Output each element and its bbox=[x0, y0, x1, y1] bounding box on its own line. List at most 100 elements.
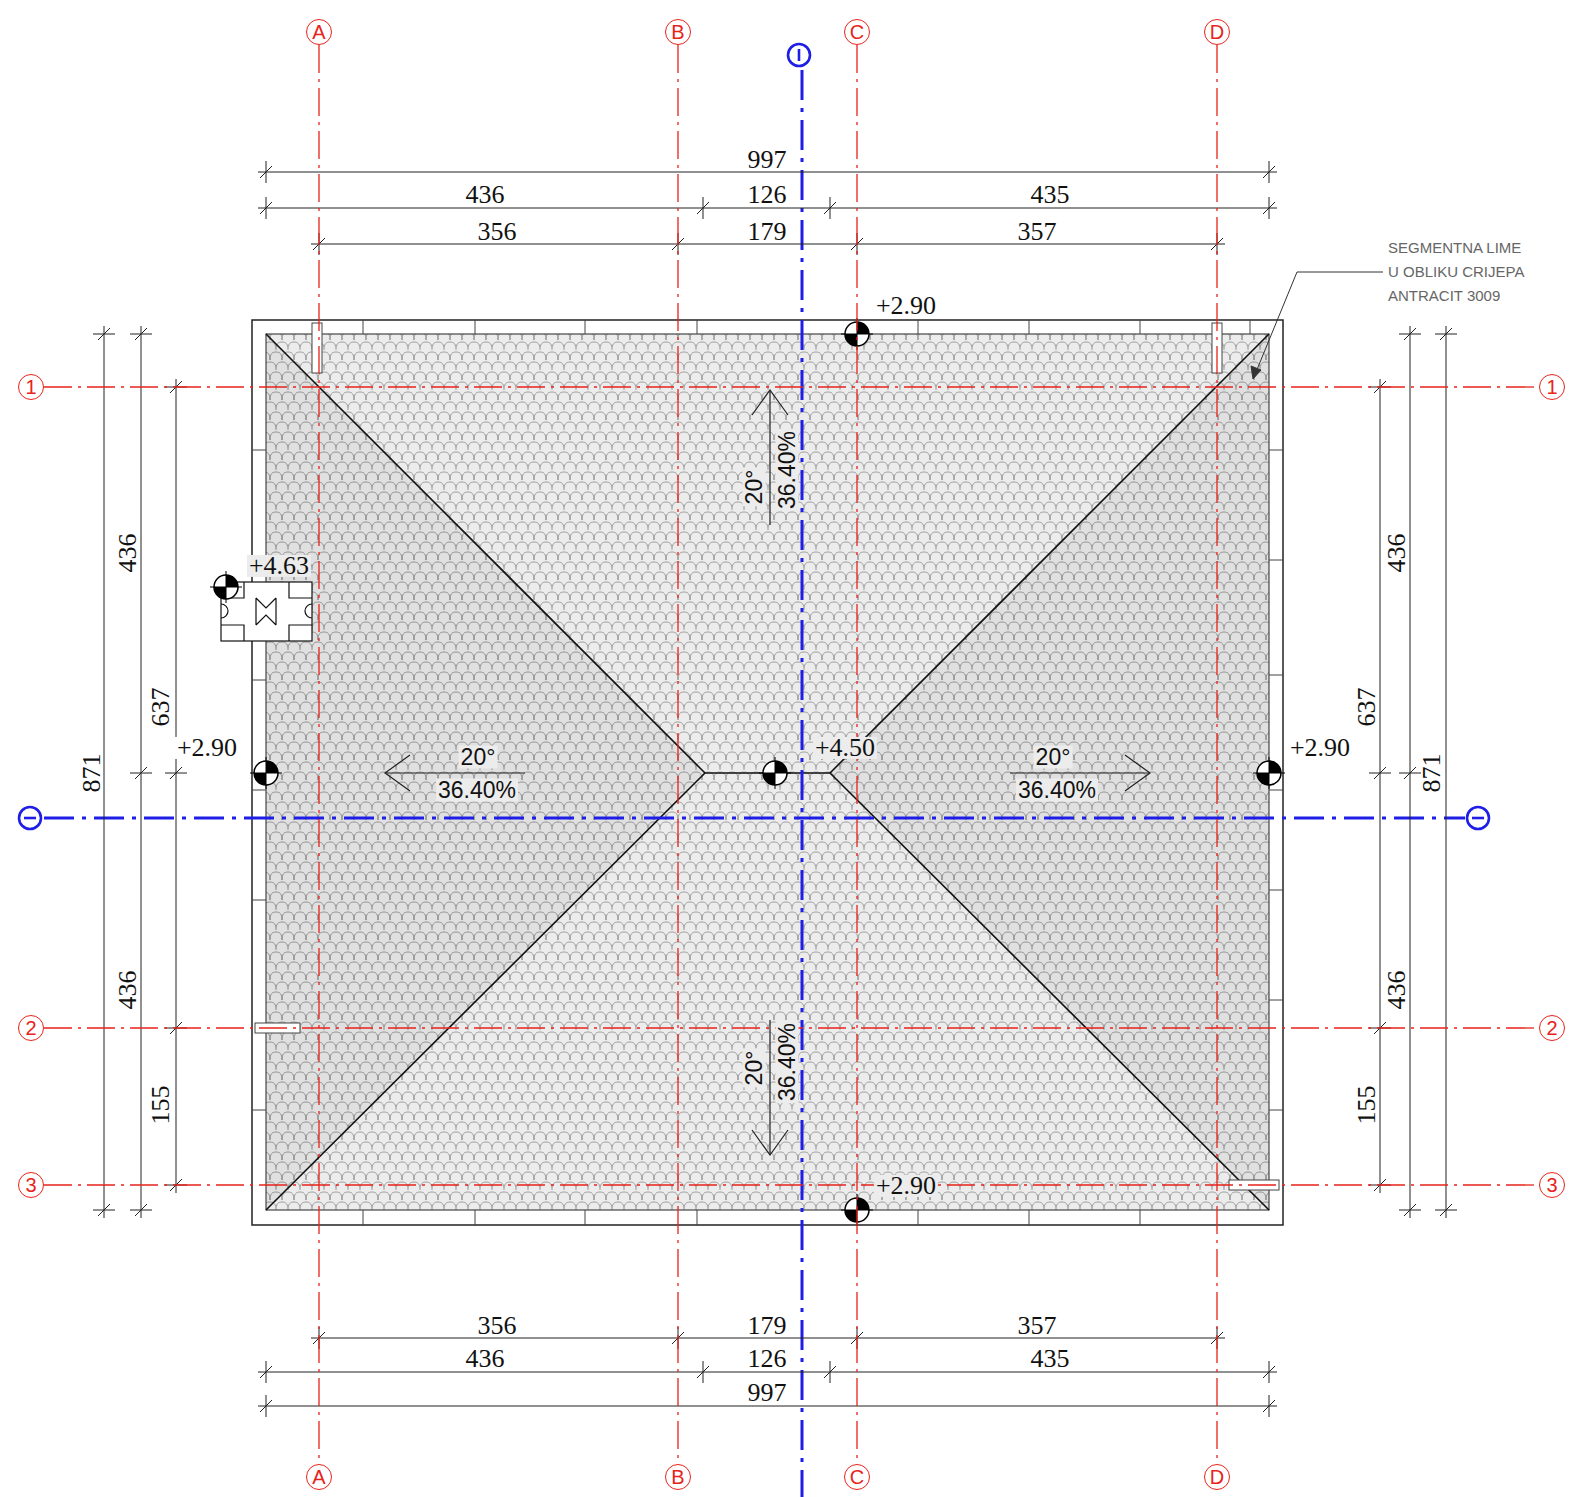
dimension-text: 637 bbox=[150, 688, 172, 727]
grid-line bbox=[677, 45, 678, 1464]
slope-label: 36.40% bbox=[776, 1021, 799, 1103]
dimension-line bbox=[130, 328, 152, 340]
eave-mark bbox=[1029, 320, 1030, 334]
dimension-line bbox=[311, 1338, 1225, 1339]
eave-mark bbox=[1140, 320, 1141, 334]
slope-arrow bbox=[385, 390, 1150, 1155]
grid-label: B bbox=[671, 1467, 684, 1487]
dimension-line bbox=[130, 1204, 152, 1216]
elevation-label: +4.63 bbox=[247, 555, 311, 577]
section-axis bbox=[801, 70, 804, 1497]
dimension-text: 997 bbox=[748, 149, 787, 171]
dimension-text: 435 bbox=[1031, 184, 1070, 206]
grid-label: B bbox=[671, 22, 684, 42]
leader-line bbox=[1251, 272, 1383, 379]
grid-bubble: 3 bbox=[18, 1172, 44, 1198]
roof bbox=[830, 334, 1269, 1210]
downspout bbox=[312, 323, 322, 373]
slope-label: 20° bbox=[459, 746, 498, 769]
eave-mark bbox=[1269, 675, 1283, 676]
grid-label: 2 bbox=[25, 1018, 36, 1038]
eave-mark bbox=[1250, 320, 1251, 334]
section-axis bbox=[44, 70, 1465, 1497]
dimension-text: 126 bbox=[748, 1348, 787, 1370]
dimension-text: 155 bbox=[150, 1086, 172, 1125]
grid-bubble: A bbox=[306, 1464, 332, 1490]
elevation-label: +2.90 bbox=[1288, 737, 1352, 759]
grid-bubble: 2 bbox=[1539, 1015, 1565, 1041]
dimension-line bbox=[1435, 1204, 1457, 1216]
dimension-line bbox=[1399, 767, 1421, 779]
dimension-text: 155 bbox=[1356, 1086, 1378, 1125]
section-marker bbox=[1472, 817, 1484, 820]
roof bbox=[266, 334, 1269, 1210]
grid-label: A bbox=[312, 1467, 325, 1487]
section-marker bbox=[798, 49, 801, 61]
roof bbox=[252, 320, 1283, 1225]
dimension-line bbox=[1263, 1361, 1275, 1383]
dimension-line bbox=[93, 328, 115, 340]
eave-mark bbox=[585, 1210, 586, 1225]
grid-label: D bbox=[1210, 22, 1224, 42]
leader-line bbox=[1251, 366, 1261, 379]
grid-label: 3 bbox=[1546, 1175, 1557, 1195]
slope-arrow bbox=[752, 390, 788, 415]
elevation-label: +2.90 bbox=[874, 295, 938, 317]
grid-label: 1 bbox=[1546, 377, 1557, 397]
section-marker bbox=[788, 44, 810, 66]
chimney bbox=[221, 604, 312, 618]
section-marker bbox=[24, 817, 36, 820]
dimension-text: 436 bbox=[466, 184, 505, 206]
eave-mark bbox=[1029, 1210, 1030, 1225]
hip-line bbox=[266, 773, 705, 1210]
slope-label: 20° bbox=[743, 468, 766, 507]
grid-line bbox=[318, 45, 319, 1464]
elevation-marker bbox=[210, 318, 1285, 1226]
hip-line bbox=[266, 334, 1269, 1210]
dimension-line bbox=[130, 767, 152, 779]
eave-mark bbox=[1269, 1110, 1283, 1111]
roof bbox=[252, 320, 1283, 1225]
slope-arrow bbox=[769, 390, 770, 525]
dimension-line bbox=[697, 1361, 709, 1383]
eave-mark bbox=[252, 1110, 266, 1111]
grid-bubble: C bbox=[844, 19, 870, 45]
eave-mark bbox=[475, 320, 476, 334]
grid-line bbox=[44, 1184, 1539, 1185]
leader-line bbox=[1256, 272, 1383, 372]
eave-mark bbox=[585, 320, 586, 334]
elevation-marker bbox=[759, 757, 791, 789]
section-marker bbox=[19, 807, 41, 829]
dimension-line bbox=[260, 1361, 272, 1383]
grid-line bbox=[1216, 45, 1217, 1464]
section-marker bbox=[1467, 807, 1489, 829]
dimension-text: 179 bbox=[748, 1315, 787, 1337]
dimension-line bbox=[1369, 767, 1391, 779]
dimension-line bbox=[258, 172, 1277, 173]
dimension-text: 436 bbox=[117, 971, 139, 1010]
dimension-line bbox=[824, 1361, 836, 1383]
eave-mark bbox=[252, 680, 266, 681]
dimension-line bbox=[165, 767, 187, 779]
note-text: SEGMENTNA LIME bbox=[1388, 240, 1521, 257]
slope-label: 20° bbox=[1034, 746, 1073, 769]
dimension-text: 871 bbox=[81, 754, 103, 793]
slope-label: 36.40% bbox=[1016, 779, 1098, 802]
hip-line bbox=[830, 773, 1269, 1210]
dimension-line bbox=[260, 1395, 272, 1417]
eave-mark bbox=[1269, 1000, 1283, 1001]
eave-mark bbox=[1269, 560, 1283, 561]
grid-bubble: B bbox=[665, 1464, 691, 1490]
slope-label: 20° bbox=[743, 1049, 766, 1088]
dimension-text: 436 bbox=[1386, 971, 1408, 1010]
grid-label: C bbox=[850, 22, 864, 42]
hip-line bbox=[266, 334, 705, 773]
dimension-line bbox=[1263, 161, 1275, 183]
section-marker bbox=[19, 44, 1489, 829]
dimension-line bbox=[824, 197, 836, 219]
grid-bubble: 2 bbox=[18, 1015, 44, 1041]
dimension-line bbox=[1446, 326, 1447, 1218]
eave-mark bbox=[1269, 790, 1283, 791]
note-text: ANTRACIT 3009 bbox=[1388, 288, 1500, 305]
dimension-text: 357 bbox=[1018, 221, 1057, 243]
